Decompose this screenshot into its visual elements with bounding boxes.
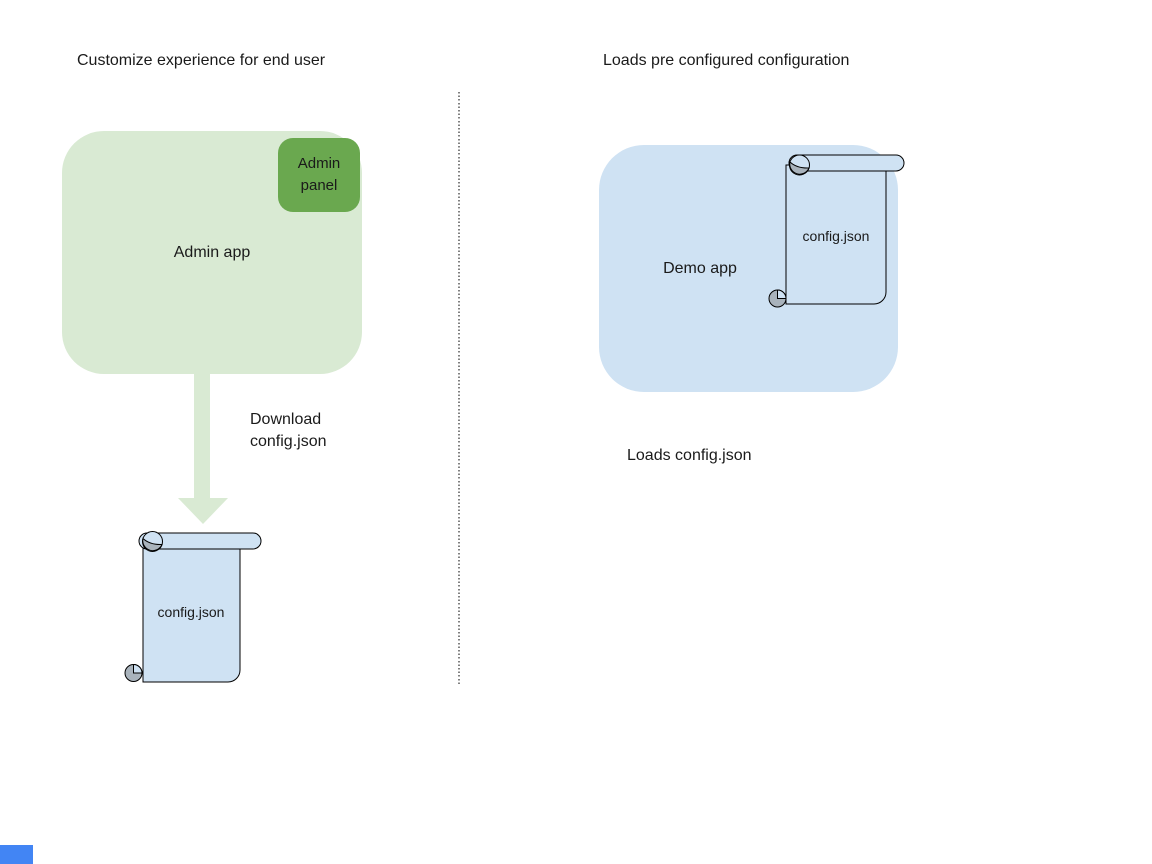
admin-panel-label: Admin panel bbox=[297, 155, 341, 194]
download-caption-line2: config.json bbox=[250, 433, 327, 450]
scroll-body bbox=[142, 542, 241, 683]
config-json-scroll-right: config.json bbox=[768, 154, 905, 308]
left-scroll-label: config.json bbox=[158, 604, 225, 620]
admin-app-label: Admin app bbox=[173, 244, 251, 261]
scroll-top-roll bbox=[788, 154, 905, 172]
scroll-bottom-notch bbox=[777, 289, 787, 299]
right-column-title: Loads pre configured configuration bbox=[603, 52, 850, 69]
demo-app-label: Demo app bbox=[663, 260, 737, 277]
column-divider-line bbox=[458, 92, 460, 686]
download-caption-line1: Download bbox=[250, 411, 322, 428]
right-scroll-label: config.json bbox=[803, 228, 870, 244]
loads-caption: Loads config.json bbox=[627, 447, 752, 464]
scroll-body bbox=[785, 164, 887, 305]
download-arrow-icon bbox=[178, 374, 228, 524]
scroll-top-curl-shade bbox=[789, 161, 810, 175]
scroll-top-roll bbox=[138, 532, 262, 550]
corner-blue-rect bbox=[0, 845, 33, 864]
admin-panel-chip: Admin panel bbox=[278, 138, 360, 212]
config-json-scroll-left: config.json bbox=[124, 531, 262, 683]
scroll-bottom-notch bbox=[133, 663, 143, 674]
left-column-title: Customize experience for end user bbox=[77, 52, 326, 69]
download-caption: Download config.json bbox=[250, 409, 327, 453]
scroll-top-curl-shade bbox=[142, 537, 163, 552]
